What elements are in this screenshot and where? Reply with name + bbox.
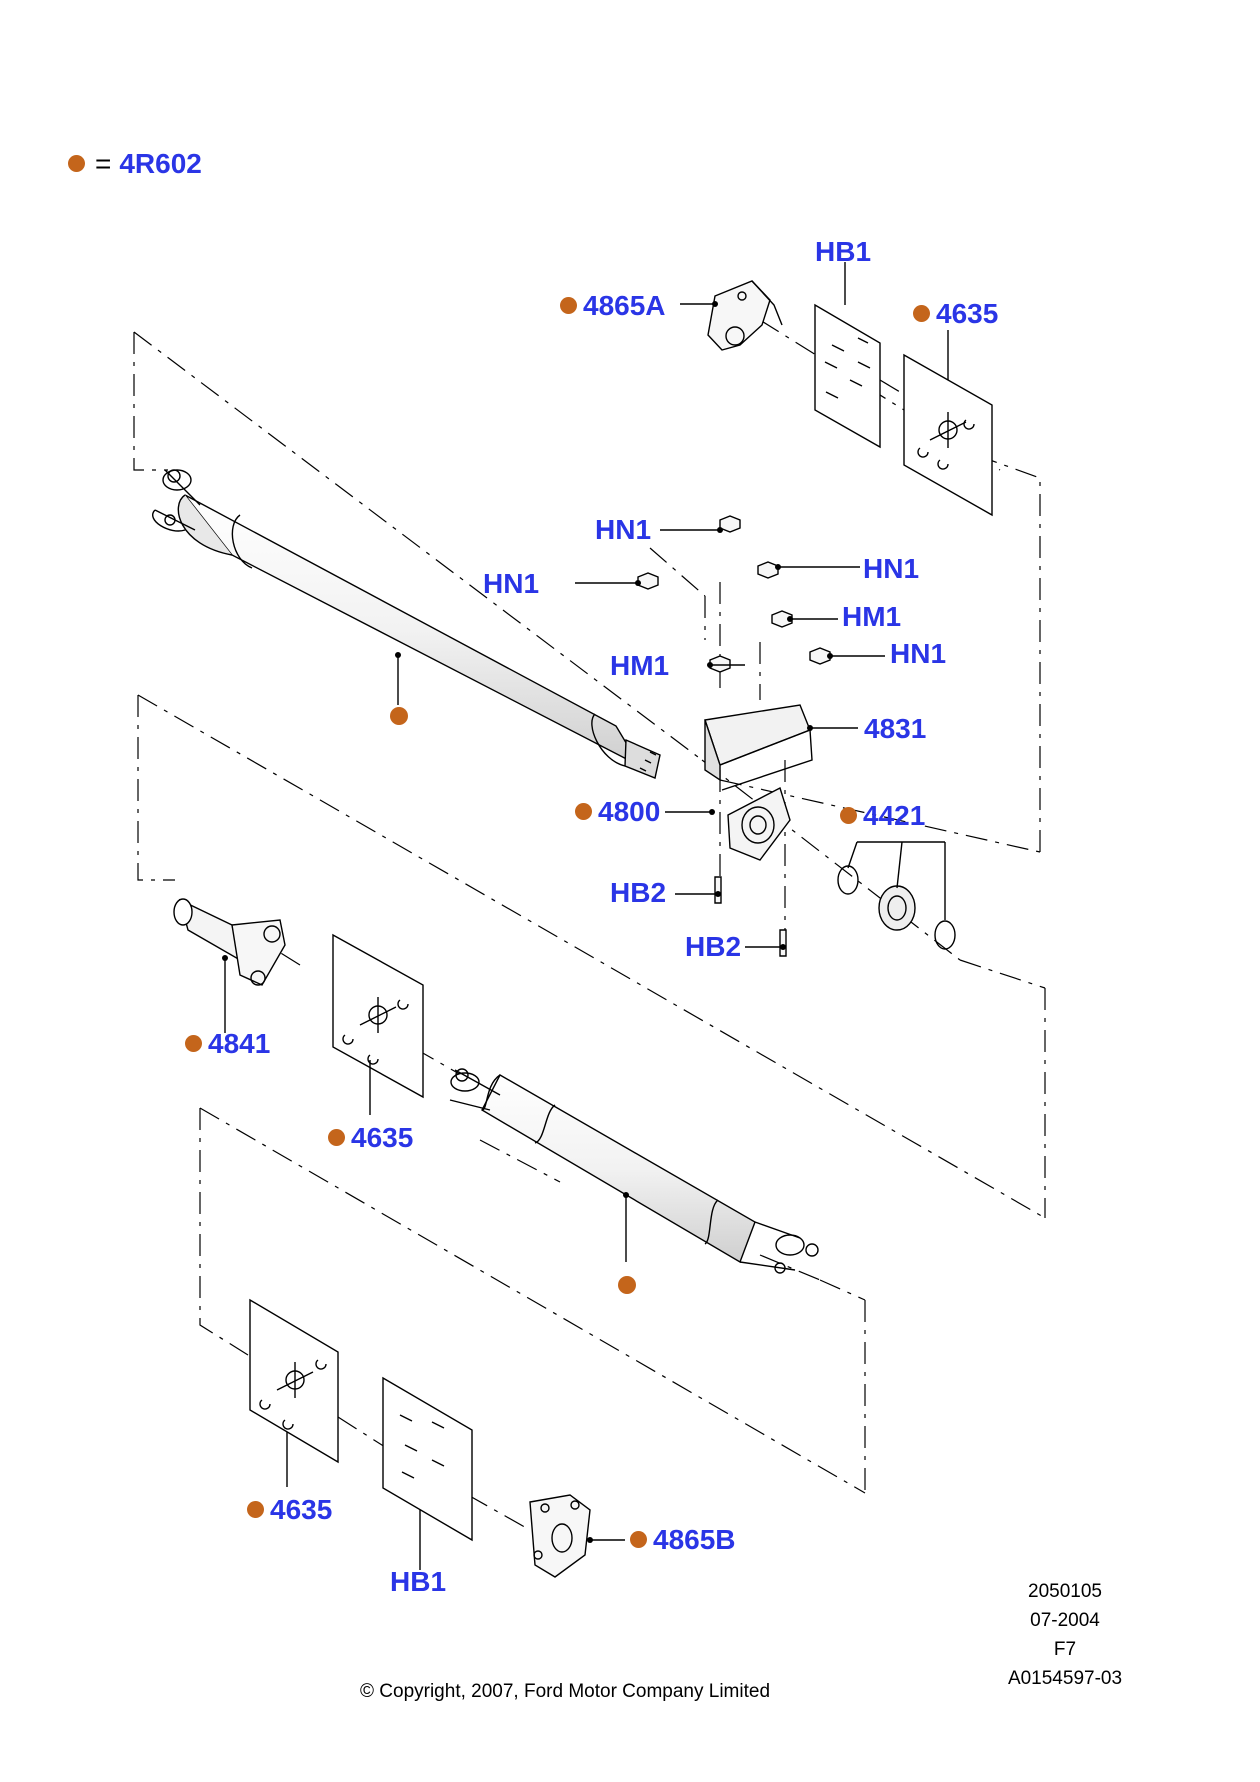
marker-icon [247,1501,264,1519]
alignment-lines [133,319,1046,1531]
copyright-text: © Copyright, 2007, Ford Motor Company Li… [360,1681,771,1702]
label-hn1-c: HN1 [863,553,920,584]
label-hb1-bot: HB1 [390,1566,447,1597]
label-4635-top-text: 4635 [936,298,999,329]
drawing-id: A0154597-03 [1007,1668,1123,1689]
legend-marker-icon [68,155,85,173]
slinger-rings-4421 [837,865,956,950]
kit-box-4635-top [903,353,993,517]
label-hm1-b: HM1 [610,650,670,681]
label-4635-top: 4635 [913,300,998,328]
kit-box-hb1-bot [382,1376,473,1542]
label-4635-bot: 4635 [247,1496,332,1524]
marker-icon [840,807,857,825]
marker-icon [630,1531,647,1549]
marker-icon [913,305,930,323]
bracket-4831 [704,704,813,791]
label-hn1-b: HN1 [483,568,540,599]
kit-box-4635-bot [249,1298,339,1464]
slip-yoke-4841 [173,898,286,986]
lower-shaft-marker-icon [618,1276,636,1294]
marker-icon [185,1035,202,1053]
kit-box-hb1-top [814,303,881,449]
label-hm1-a: HM1 [842,601,902,632]
leader-dots [222,301,833,1543]
label-4635-bot-text: 4635 [270,1494,333,1525]
marker-icon [575,803,592,821]
fasteners [637,515,831,957]
legend-code: 4R602 [119,148,202,179]
label-4865b-text: 4865B [653,1524,736,1555]
label-hb2-a: HB2 [610,877,667,908]
label-4800-text: 4800 [598,796,661,827]
label-4865a: 4865A [560,292,666,320]
marker-icon [560,297,577,315]
marker-icon [328,1129,345,1147]
flange-yoke-4865b [529,1494,591,1578]
drawing-number: 2050105 [1028,1581,1102,1602]
label-4635-mid: 4635 [328,1124,413,1152]
lower-driveshaft [449,1068,819,1274]
label-4841-text: 4841 [208,1028,271,1059]
label-4635-mid-text: 4635 [351,1122,414,1153]
label-hn1-a: HN1 [595,514,652,545]
label-4841: 4841 [185,1030,270,1058]
flange-yoke-4865a [707,280,783,351]
drawing-date: 07-2004 [1030,1610,1100,1631]
label-hb2-b: HB2 [685,931,742,962]
drawing-info: 2050105 07-2004 F7 A0154597-03 [1000,1577,1130,1693]
upper-driveshaft [152,469,661,779]
label-hn1-d: HN1 [890,638,947,669]
legend-equals: = [95,148,112,179]
label-4800: 4800 [575,798,660,826]
drawing-code: F7 [1053,1639,1077,1660]
kit-box-4635-mid [332,933,424,1099]
leader-lines [224,262,949,1570]
label-4865a-text: 4865A [583,290,666,321]
legend: =4R602 [68,148,202,180]
center-bearing-4800 [727,786,791,861]
label-4831: 4831 [864,713,927,744]
upper-shaft-marker-icon [390,707,408,725]
label-4421-text: 4421 [863,800,926,831]
label-4865b: 4865B [630,1526,736,1554]
label-4421: 4421 [840,802,925,830]
label-hb1-top: HB1 [815,236,872,267]
